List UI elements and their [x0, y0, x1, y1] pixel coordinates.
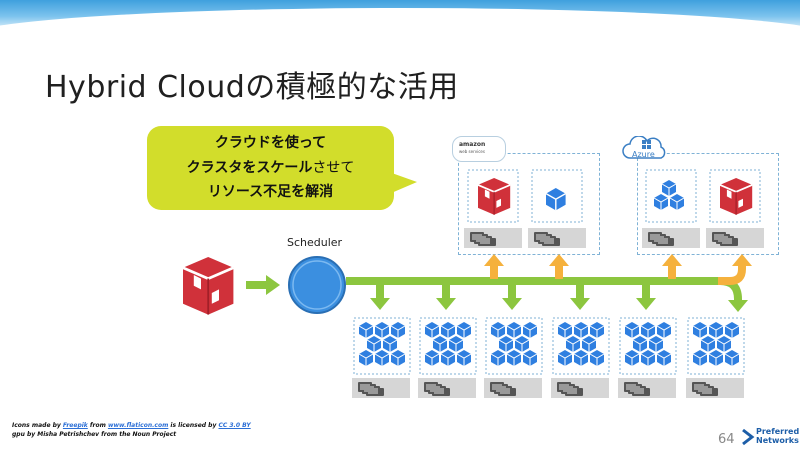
footer-credits: Icons made by Freepik from www.flaticon.… — [12, 422, 251, 439]
callout-line-2: クラスタをスケールさせて — [187, 156, 355, 181]
callout-line-1: クラウドを使って — [214, 135, 327, 152]
scheduler-icon — [288, 256, 346, 314]
callout-line-3: リソース不足を解消 — [207, 184, 334, 201]
footer-credit-line-2: gpu by Misha Petrishchev from the Noun P… — [12, 430, 177, 438]
callout-line-2-bold: クラスタをスケール — [186, 159, 313, 176]
footer-link-license[interactable]: CC 3.0 BY — [218, 422, 251, 429]
onprem-node-6 — [686, 317, 745, 398]
azure-vm-1 — [642, 169, 700, 248]
aws-vm-1 — [464, 169, 522, 248]
footer-link-author[interactable]: Freepik — [62, 422, 88, 429]
onprem-node-4 — [551, 317, 610, 398]
onprem-node-3 — [484, 317, 543, 398]
azure-logo: Azure — [622, 135, 668, 162]
onprem-node-1 — [352, 317, 411, 398]
distribution-bus-arrow — [346, 277, 742, 306]
onprem-node-2 — [418, 317, 477, 398]
callout-bubble: クラウドを使って クラスタをスケールさせて リソース不足を解消 — [147, 126, 394, 210]
azure-vm-2 — [706, 169, 764, 248]
azure-cloud-icon — [622, 135, 666, 159]
callout-tail — [389, 172, 417, 194]
preferred-networks-logo-icon — [742, 428, 755, 446]
aws-logo-subtext: web services — [459, 149, 485, 154]
slide-title: Hybrid Cloudの積極的な活用 — [45, 70, 459, 105]
azure-logo-text: Azure — [632, 150, 655, 159]
scheduler-label: Scheduler — [287, 236, 343, 249]
up-arrows-to-cloud — [484, 254, 752, 285]
down-arrows — [370, 285, 748, 312]
onprem-node-5 — [618, 317, 677, 398]
aws-logo: amazon web services — [452, 136, 506, 162]
aws-logo-text: amazon — [459, 141, 486, 148]
job-package-icon — [181, 255, 235, 316]
page-number: 64 — [718, 432, 735, 447]
aws-vm-2 — [528, 169, 586, 248]
footer-link-site[interactable]: www.flaticon.com — [107, 422, 169, 429]
footer-credit-line-1: Icons made by Freepik from www.flaticon.… — [12, 422, 251, 429]
preferred-networks-logo-text: Preferred Networks — [756, 427, 800, 445]
job-to-scheduler-arrow — [246, 275, 280, 295]
header-band — [0, 0, 800, 68]
callout-line-2-light: させて — [312, 159, 355, 176]
